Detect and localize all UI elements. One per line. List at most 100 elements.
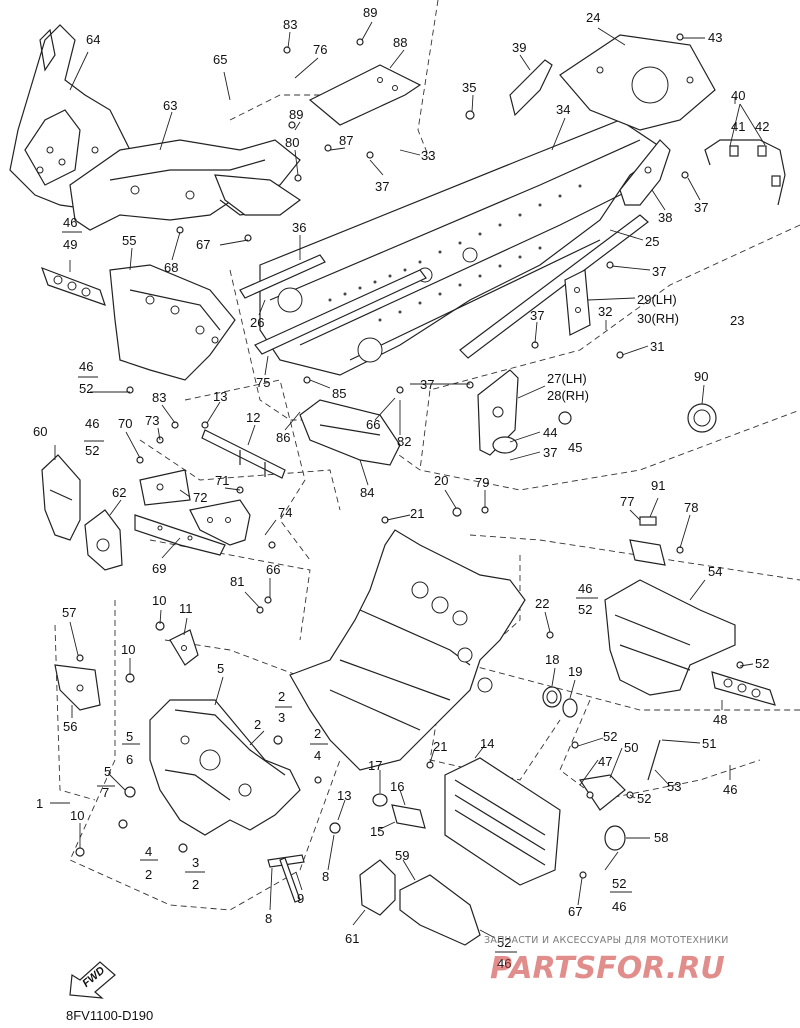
callout: 37 xyxy=(652,264,666,279)
part-61-cover xyxy=(359,859,396,916)
callout: 37 xyxy=(530,308,544,323)
callout: 7 xyxy=(102,785,109,800)
callout: 10 xyxy=(121,642,135,657)
callout: 30(RH) xyxy=(637,311,679,326)
callout: 36 xyxy=(292,220,306,235)
callout: 68 xyxy=(164,260,178,275)
callout: 15 xyxy=(370,824,384,839)
callout: 8 xyxy=(265,911,272,926)
callout: 63 xyxy=(163,98,177,113)
callout: 12 xyxy=(246,410,260,425)
callout: 77 xyxy=(620,494,634,509)
callout: 23 xyxy=(730,313,744,328)
callout: 67 xyxy=(196,237,210,252)
callout: 66 xyxy=(366,417,380,432)
callout: 67 xyxy=(568,904,582,919)
part-24-rear-plate xyxy=(559,34,716,131)
callout: 53 xyxy=(667,779,681,794)
callout: 49 xyxy=(63,237,77,252)
part-71-bracket xyxy=(189,499,251,546)
part-50-bracket xyxy=(578,774,626,811)
callout: 27(LH) xyxy=(547,371,587,386)
callout: 79 xyxy=(475,475,489,490)
watermark-caption: ЗАПЧАСТИ И АКСЕССУАРЫ ДЛЯ МОТОТЕХНИКИ xyxy=(484,935,729,946)
callout: 5 xyxy=(217,661,224,676)
callout: 18 xyxy=(545,652,559,667)
part-18-bearing xyxy=(542,686,578,718)
callout: 52 xyxy=(755,656,769,671)
callout: 60 xyxy=(33,424,47,439)
callout: 37 xyxy=(543,445,557,460)
callout: 20 xyxy=(434,473,448,488)
callout: 69 xyxy=(152,561,166,576)
callout: 83 xyxy=(283,17,297,32)
callout: 2 xyxy=(314,726,321,741)
callout: 41 xyxy=(731,119,745,134)
part-77-bracket xyxy=(629,516,666,566)
callout: 74 xyxy=(278,505,292,520)
part-60-cover xyxy=(41,454,81,541)
callout: 2 xyxy=(145,867,152,882)
callout: 11 xyxy=(179,601,193,616)
callout: 71 xyxy=(215,473,229,488)
part-14-heat-exchanger xyxy=(444,757,561,886)
callout: 82 xyxy=(397,434,411,449)
callout: 17 xyxy=(368,758,382,773)
watermark: ЗАПЧАСТИ И АКСЕССУАРЫ ДЛЯ МОТОТЕХНИКИ PA… xyxy=(484,935,729,986)
callout: 9 xyxy=(297,891,304,906)
callout: 46 xyxy=(612,899,626,914)
part-12-bar xyxy=(201,429,286,479)
callout: 2 xyxy=(254,717,261,732)
callout: 43 xyxy=(708,30,722,45)
callout: 2 xyxy=(278,689,285,704)
callout: 76 xyxy=(313,42,327,57)
callout: 72 xyxy=(193,490,207,505)
callout: 46 xyxy=(723,782,737,797)
part-69-bracket xyxy=(134,514,226,556)
callout: 4 xyxy=(314,748,321,763)
callout: 52 xyxy=(637,791,651,806)
callout: 45 xyxy=(568,440,582,455)
callout: 5 xyxy=(126,729,133,744)
callout: 65 xyxy=(213,52,227,67)
callout: 70 xyxy=(118,416,132,431)
callout: 10 xyxy=(70,808,84,823)
callout: 55 xyxy=(122,233,136,248)
part-39-bracket xyxy=(509,59,553,117)
callout: 1 xyxy=(36,796,43,811)
callout: 21 xyxy=(433,739,447,754)
callout: 37 xyxy=(420,377,434,392)
callout: 66 xyxy=(266,562,280,577)
part-23-tunnel-frame xyxy=(239,119,667,376)
callout: 91 xyxy=(651,478,665,493)
callout: 52 xyxy=(85,443,99,458)
callout: 78 xyxy=(684,500,698,515)
callout: 5 xyxy=(104,764,111,779)
callout: 58 xyxy=(654,830,668,845)
part-38-side-bracket xyxy=(619,139,671,206)
callout: 46 xyxy=(578,581,592,596)
callout: 13 xyxy=(213,389,227,404)
callout: 80 xyxy=(285,135,299,150)
callout: 52 xyxy=(578,602,592,617)
part-90-ring xyxy=(687,403,717,433)
part-51-rod xyxy=(647,739,661,781)
callout: 50 xyxy=(624,740,638,755)
callout: 86 xyxy=(276,430,290,445)
callout: 29(LH) xyxy=(637,292,677,307)
callout: 46 xyxy=(497,956,511,971)
callout: 6 xyxy=(126,752,133,767)
part-55-front-bracket xyxy=(109,264,236,381)
callout: 24 xyxy=(586,10,600,25)
callout: 14 xyxy=(480,736,494,751)
part-49-plate xyxy=(41,266,106,306)
callout: 73 xyxy=(145,413,159,428)
callout: 33 xyxy=(421,148,435,163)
part-84-skid-plate xyxy=(299,399,401,466)
callout: 28(RH) xyxy=(547,388,589,403)
part-29-bracket xyxy=(564,269,591,336)
part-54-rear-bumper xyxy=(604,579,736,696)
callout: 44 xyxy=(543,425,557,440)
callout: 25 xyxy=(645,234,659,249)
